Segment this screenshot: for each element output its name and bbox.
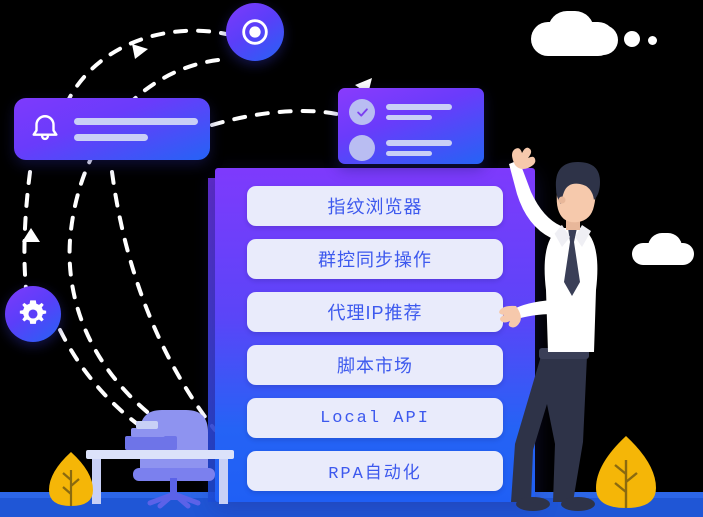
feature-button-proxy-ip[interactable]: 代理IP推荐 (247, 292, 503, 332)
tree-left (49, 452, 93, 506)
checklist-card[interactable] (338, 88, 484, 164)
cloud-trailing-dot-1 (624, 31, 640, 47)
feature-panel: 指纹浏览器 群控同步操作 代理IP推荐 脚本市场 Local API RPA自动… (215, 168, 535, 502)
checklist-bars-1 (386, 104, 452, 120)
cloud-small-puff (648, 233, 682, 261)
feature-button-rpa-automation[interactable]: RPA自动化 (247, 451, 503, 491)
empty-circle-icon (349, 135, 375, 161)
bell-icon (32, 115, 58, 141)
check-icon (356, 107, 368, 117)
businessman-figure (499, 147, 600, 511)
cloud-large-puff-b (578, 25, 618, 55)
check-circle-icon (349, 99, 375, 125)
monitor (125, 421, 177, 450)
panel-side-edge (208, 178, 216, 502)
checklist-bar-2b (386, 151, 432, 156)
checklist-bar-1b (386, 115, 432, 120)
notification-card[interactable] (14, 98, 210, 160)
cloud-trailing-dot-2 (648, 36, 657, 45)
checklist-row-unchecked[interactable] (349, 135, 484, 161)
feature-button-fingerprint-browser[interactable]: 指纹浏览器 (247, 186, 503, 226)
notification-bar-1 (74, 117, 198, 125)
tree-right (596, 436, 656, 508)
notification-text-bars (74, 117, 198, 141)
checklist-bars-2 (386, 140, 452, 156)
desk (86, 450, 234, 504)
gear-icon (19, 300, 47, 324)
arrow-head-1 (132, 44, 148, 59)
feature-button-local-api[interactable]: Local API (247, 398, 503, 438)
feature-button-group-control[interactable]: 群控同步操作 (247, 239, 503, 279)
arrow-head-2 (22, 228, 40, 242)
notification-bar-2 (74, 133, 148, 141)
feature-button-script-market[interactable]: 脚本市场 (247, 345, 503, 385)
feature-button-list: 指纹浏览器 群控同步操作 代理IP推荐 脚本市场 Local API RPA自动… (247, 186, 503, 491)
checklist-bar-2a (386, 140, 452, 146)
gear-badge[interactable] (5, 286, 61, 342)
checklist-row-checked[interactable] (349, 99, 484, 125)
target-icon (242, 19, 268, 45)
checklist-bar-1a (386, 104, 452, 110)
target-badge[interactable] (226, 3, 284, 61)
